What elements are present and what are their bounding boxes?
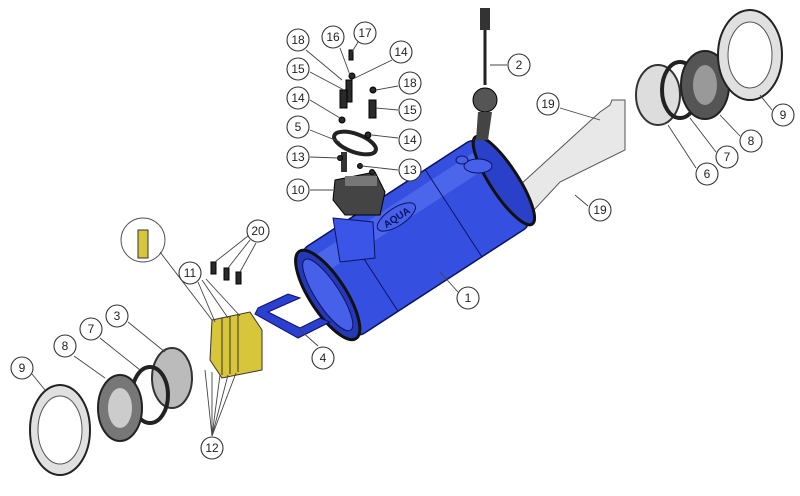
callout-8: 8	[739, 129, 763, 153]
svg-text:14: 14	[394, 45, 408, 59]
svg-text:8: 8	[62, 339, 69, 353]
callout-5: 5	[286, 115, 310, 139]
callout-2: 2	[507, 53, 531, 77]
callout-6: 6	[695, 162, 719, 186]
svg-text:8: 8	[748, 134, 755, 148]
callout-1: 1	[456, 286, 480, 310]
svg-text:3: 3	[114, 309, 121, 323]
leader-lines	[31, 41, 773, 437]
callout-9b: 9	[10, 356, 34, 380]
callout-14: 14	[389, 40, 413, 64]
electrode-pack-11	[209, 311, 263, 379]
callout-3: 3	[105, 304, 129, 328]
callout-20: 20	[246, 219, 270, 243]
left-end-fittings	[29, 347, 193, 476]
callout-4: 4	[311, 346, 335, 370]
callout-12: 12	[200, 436, 224, 460]
o-ring-5	[332, 129, 378, 157]
svg-text:11: 11	[184, 266, 197, 280]
svg-text:14: 14	[291, 91, 305, 105]
callout-16: 16	[321, 25, 345, 49]
callout-19b: 19	[588, 198, 612, 222]
svg-text:15: 15	[291, 62, 305, 76]
svg-text:14: 14	[403, 133, 417, 147]
svg-text:19: 19	[541, 97, 555, 111]
svg-text:12: 12	[205, 441, 219, 455]
callout-15: 15	[286, 57, 310, 81]
svg-text:5: 5	[295, 120, 302, 134]
svg-text:18: 18	[403, 76, 417, 90]
gasket-4	[254, 293, 332, 339]
callout-8b: 8	[53, 334, 77, 358]
callout-18b: 18	[398, 71, 422, 95]
callout-7b: 7	[79, 317, 103, 341]
svg-text:19: 19	[593, 203, 607, 217]
svg-text:15: 15	[403, 103, 417, 117]
svg-text:16: 16	[326, 30, 340, 44]
svg-text:20: 20	[251, 224, 265, 238]
callout-13b: 13	[398, 158, 422, 182]
small-parts	[337, 49, 377, 175]
svg-text:17: 17	[358, 26, 372, 40]
svg-text:6: 6	[704, 167, 711, 181]
callout-14b: 14	[286, 86, 310, 110]
right-end-fittings	[635, 9, 783, 126]
svg-text:13: 13	[291, 150, 305, 164]
callout-17: 17	[353, 21, 377, 45]
svg-text:7: 7	[724, 150, 731, 164]
svg-text:18: 18	[291, 33, 305, 47]
body-port	[332, 155, 493, 263]
callout-14c: 14	[398, 128, 422, 152]
flow-sensor-2	[472, 8, 498, 140]
svg-text:1: 1	[465, 291, 472, 305]
svg-text:9: 9	[19, 361, 26, 375]
svg-text:9: 9	[780, 108, 787, 122]
callout-10: 10	[286, 178, 310, 202]
svg-text:7: 7	[88, 322, 95, 336]
callout-18: 18	[286, 28, 310, 52]
callout-11: 11	[178, 261, 202, 285]
connectors-20	[210, 261, 242, 285]
svg-text:13: 13	[403, 163, 417, 177]
callout-7: 7	[715, 145, 739, 169]
callout-15b: 15	[398, 98, 422, 122]
callout-13: 13	[286, 145, 310, 169]
terminal-block-10	[332, 152, 386, 216]
callout-19: 19	[536, 92, 560, 116]
detail-inset	[120, 217, 166, 263]
svg-text:2: 2	[516, 58, 523, 72]
svg-text:4: 4	[320, 351, 327, 365]
callout-9: 9	[771, 103, 795, 127]
svg-text:10: 10	[291, 183, 305, 197]
